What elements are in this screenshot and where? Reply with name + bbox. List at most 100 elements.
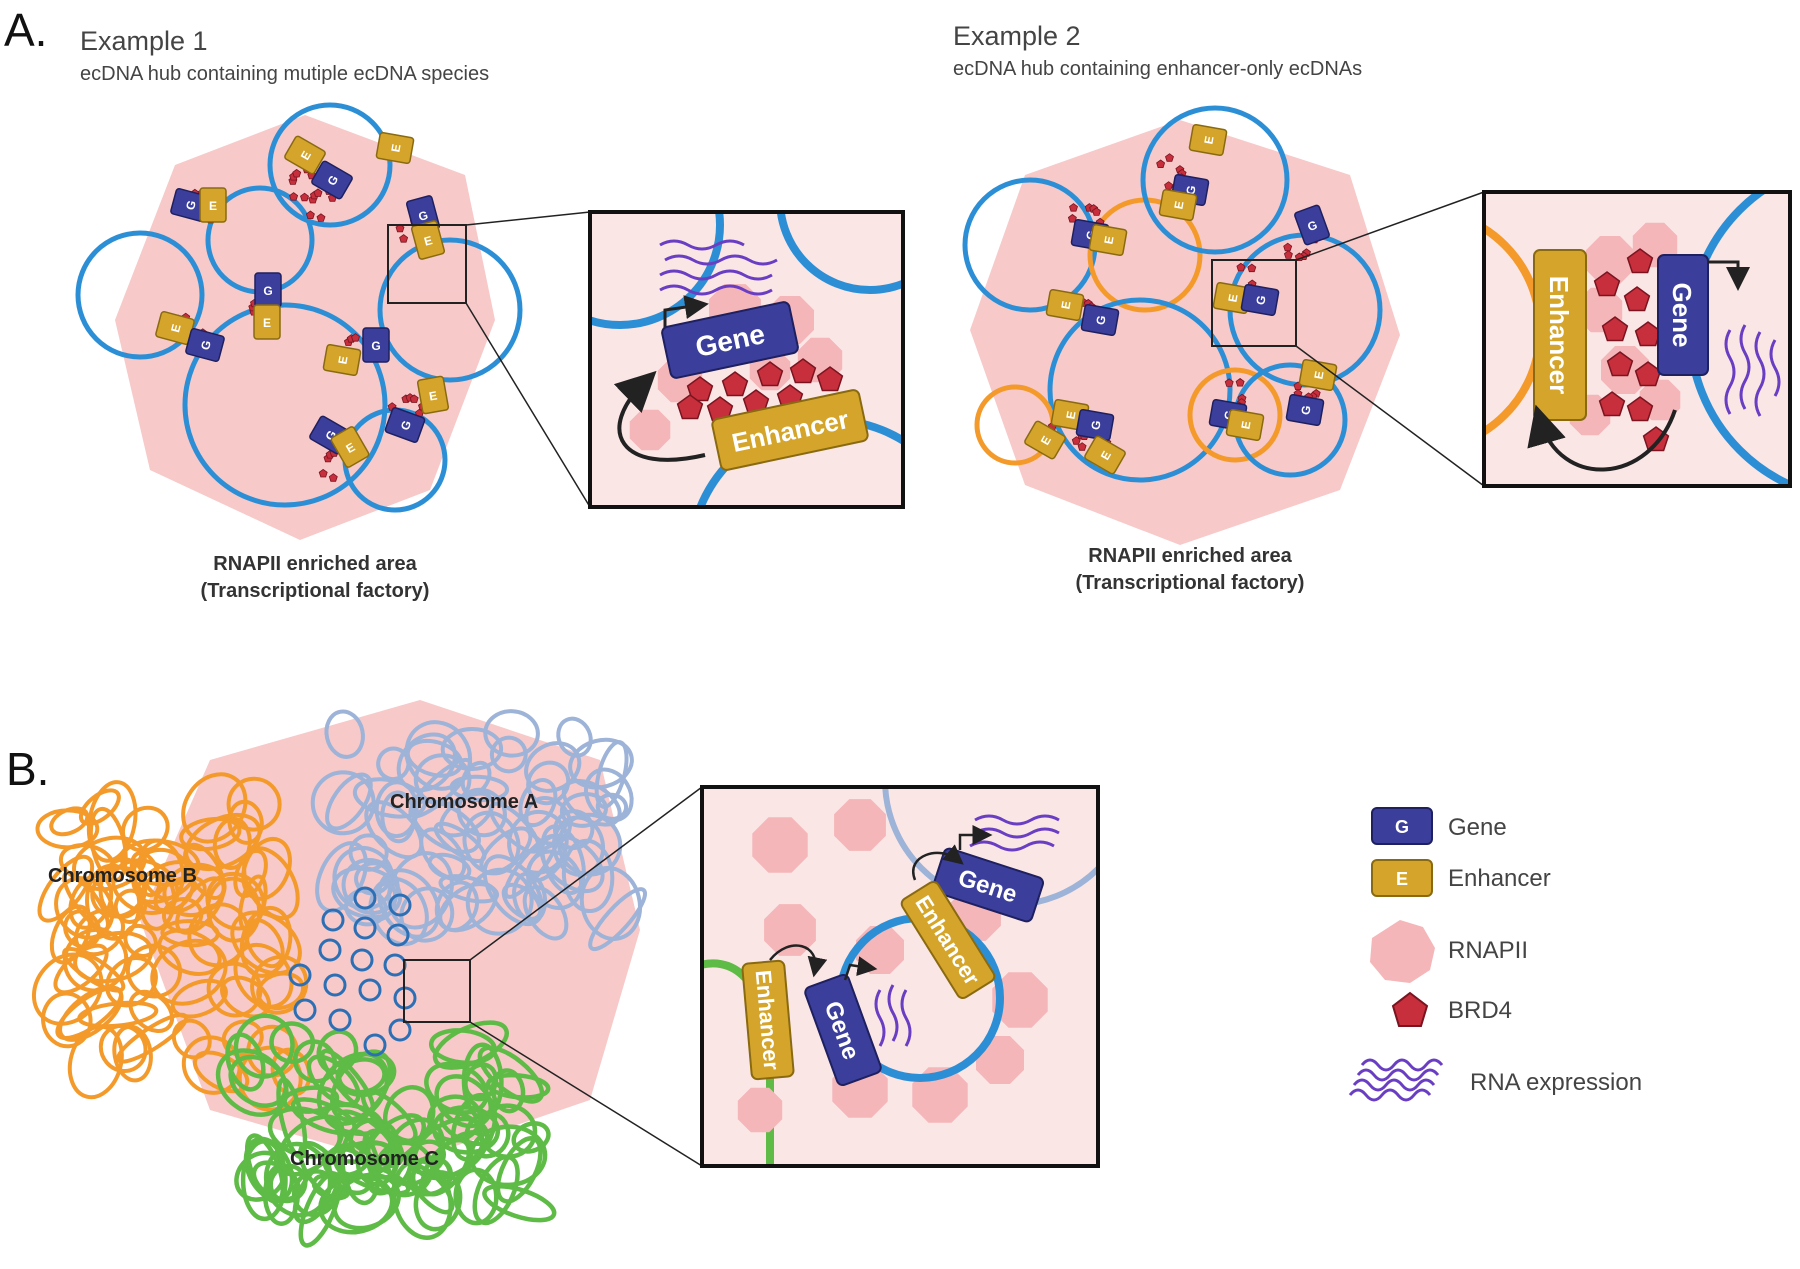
ecdna-circle <box>353 916 377 940</box>
transcription-arrow <box>958 825 993 850</box>
zoom-connector <box>465 211 591 226</box>
brd4-pentagon <box>676 394 704 420</box>
chromosome-a-label: Chromosome A <box>390 791 538 813</box>
enhancer-glyph: E <box>1225 293 1240 303</box>
ecdna-circle <box>377 237 523 383</box>
gene-glyph: G <box>371 339 380 353</box>
enhancer-box: E <box>1024 420 1066 460</box>
chromatin-loop <box>424 1061 489 1115</box>
panel-a-label: A. <box>4 4 47 56</box>
gene-glyph: G <box>417 208 430 224</box>
brd4-pentagon <box>313 188 323 197</box>
chromatin-loop <box>73 930 154 984</box>
zoom-connector <box>469 786 703 961</box>
chromatin-loop <box>120 805 170 853</box>
enhancer-box: Enhancer <box>1533 249 1587 421</box>
chromatin-loop <box>123 923 158 958</box>
ecdna-circle <box>293 998 317 1022</box>
chromatin-loop <box>161 897 204 934</box>
ecdna-cluster <box>288 886 417 1057</box>
example1-caption-line1: RNAPII enriched area <box>213 553 417 575</box>
ecdna-circle <box>328 1008 352 1032</box>
rnapii-blob <box>764 904 816 956</box>
zoom-connector <box>465 302 591 508</box>
enhancer-box: E <box>1088 223 1128 257</box>
legend-brd4: BRD4 <box>1391 991 1512 1027</box>
legend-rnapii: RNAPII <box>1370 920 1528 983</box>
chromatin-loop <box>477 1045 545 1104</box>
gene-box: Gene <box>661 301 799 379</box>
brd4-pentagon <box>1626 396 1654 422</box>
legend-enhancer-label: Enhancer <box>1448 865 1551 892</box>
gene-label: Gene <box>1667 282 1697 347</box>
ecdna-circle <box>350 948 374 972</box>
chromatin-loop <box>49 806 90 837</box>
legend-rna: RNA expression <box>1348 1058 1642 1102</box>
gene-box: G <box>254 272 282 308</box>
chromatin-loop <box>244 918 285 969</box>
brd4-pentagon <box>1593 271 1621 297</box>
chromosome-b-label: Chromosome B <box>48 865 197 887</box>
gene-box: G <box>1075 408 1115 442</box>
brd4-pentagon <box>1071 436 1081 445</box>
rna-wave <box>664 254 778 266</box>
enhancer-box: E <box>322 343 362 377</box>
chromatin-loop <box>105 955 158 1008</box>
rnapii-icon <box>1370 920 1435 983</box>
brd4-pentagon <box>721 371 749 397</box>
chromatin-loop <box>588 887 647 952</box>
enhancer-glyph: E <box>423 233 434 249</box>
ecdna-circle <box>267 102 393 228</box>
chromatin-loop <box>160 919 220 948</box>
brd4-pentagon <box>1606 351 1634 377</box>
brd4-pentagons <box>1593 248 1670 452</box>
brd4-pentagon <box>1069 203 1078 212</box>
enhancer-glyph: E <box>263 316 271 330</box>
ecdna-circle <box>75 230 205 360</box>
gene-glyph: G <box>1183 184 1198 196</box>
enhancer-box: E <box>410 220 446 260</box>
enhancer-glyph: E <box>1101 235 1116 245</box>
chromatin-loop <box>298 1141 347 1200</box>
brd4-pentagon <box>318 468 328 478</box>
rnapii-blob <box>752 817 808 873</box>
panel-b-label: B. <box>6 743 49 795</box>
zoom-frame <box>588 210 905 509</box>
chromatin-loop <box>405 1155 454 1197</box>
brd4-pentagon <box>305 210 315 220</box>
ecdna-circle <box>386 923 410 947</box>
panel-b-zoom: Gene Enhancer Gene Enhancer <box>700 785 1100 1168</box>
zoom-frame <box>1482 190 1792 488</box>
ecdna-circle <box>288 963 312 987</box>
legend-rnapii-label: RNAPII <box>1448 937 1528 964</box>
chromatin-loop <box>184 812 262 872</box>
ecdna-circle <box>353 886 377 910</box>
transcription-arrow <box>1708 260 1750 291</box>
example1-caption-line2: (Transcriptional factory) <box>201 580 430 602</box>
brd4-pentagon <box>1092 207 1101 216</box>
brd4-pentagon <box>756 361 784 387</box>
gene-glyph: G <box>1306 218 1320 234</box>
legend-rna-label: RNA expression <box>1470 1069 1642 1096</box>
brd4-pentagon <box>1067 214 1077 223</box>
legend-enhancer: E Enhancer <box>1371 859 1551 897</box>
enhancer-box: E <box>1298 358 1338 392</box>
zoom-connector <box>469 1021 703 1167</box>
chromatin-loop <box>376 746 411 782</box>
brd4-pentagon <box>292 168 302 178</box>
enhancer-box: E <box>1045 288 1085 322</box>
enhancer-glyph: E <box>1238 420 1253 430</box>
gene-enhancer-arrow <box>1527 404 1677 472</box>
chromatin-loop <box>404 720 473 791</box>
example1-subtitle: ecDNA hub containing mutiple ecDNA speci… <box>80 63 489 85</box>
chromatin-loop <box>374 780 419 839</box>
rnapii-blobs <box>737 799 1048 1133</box>
brd4-pentagon <box>816 366 844 392</box>
chromatin-loop <box>315 841 368 913</box>
chromatin-loop <box>369 876 429 947</box>
chromatin-loop <box>88 806 128 883</box>
example2-title: Example 2 <box>953 21 1081 51</box>
ecdna-circle <box>1140 105 1290 255</box>
enhancer-box-bottom: Enhancer <box>741 959 795 1081</box>
